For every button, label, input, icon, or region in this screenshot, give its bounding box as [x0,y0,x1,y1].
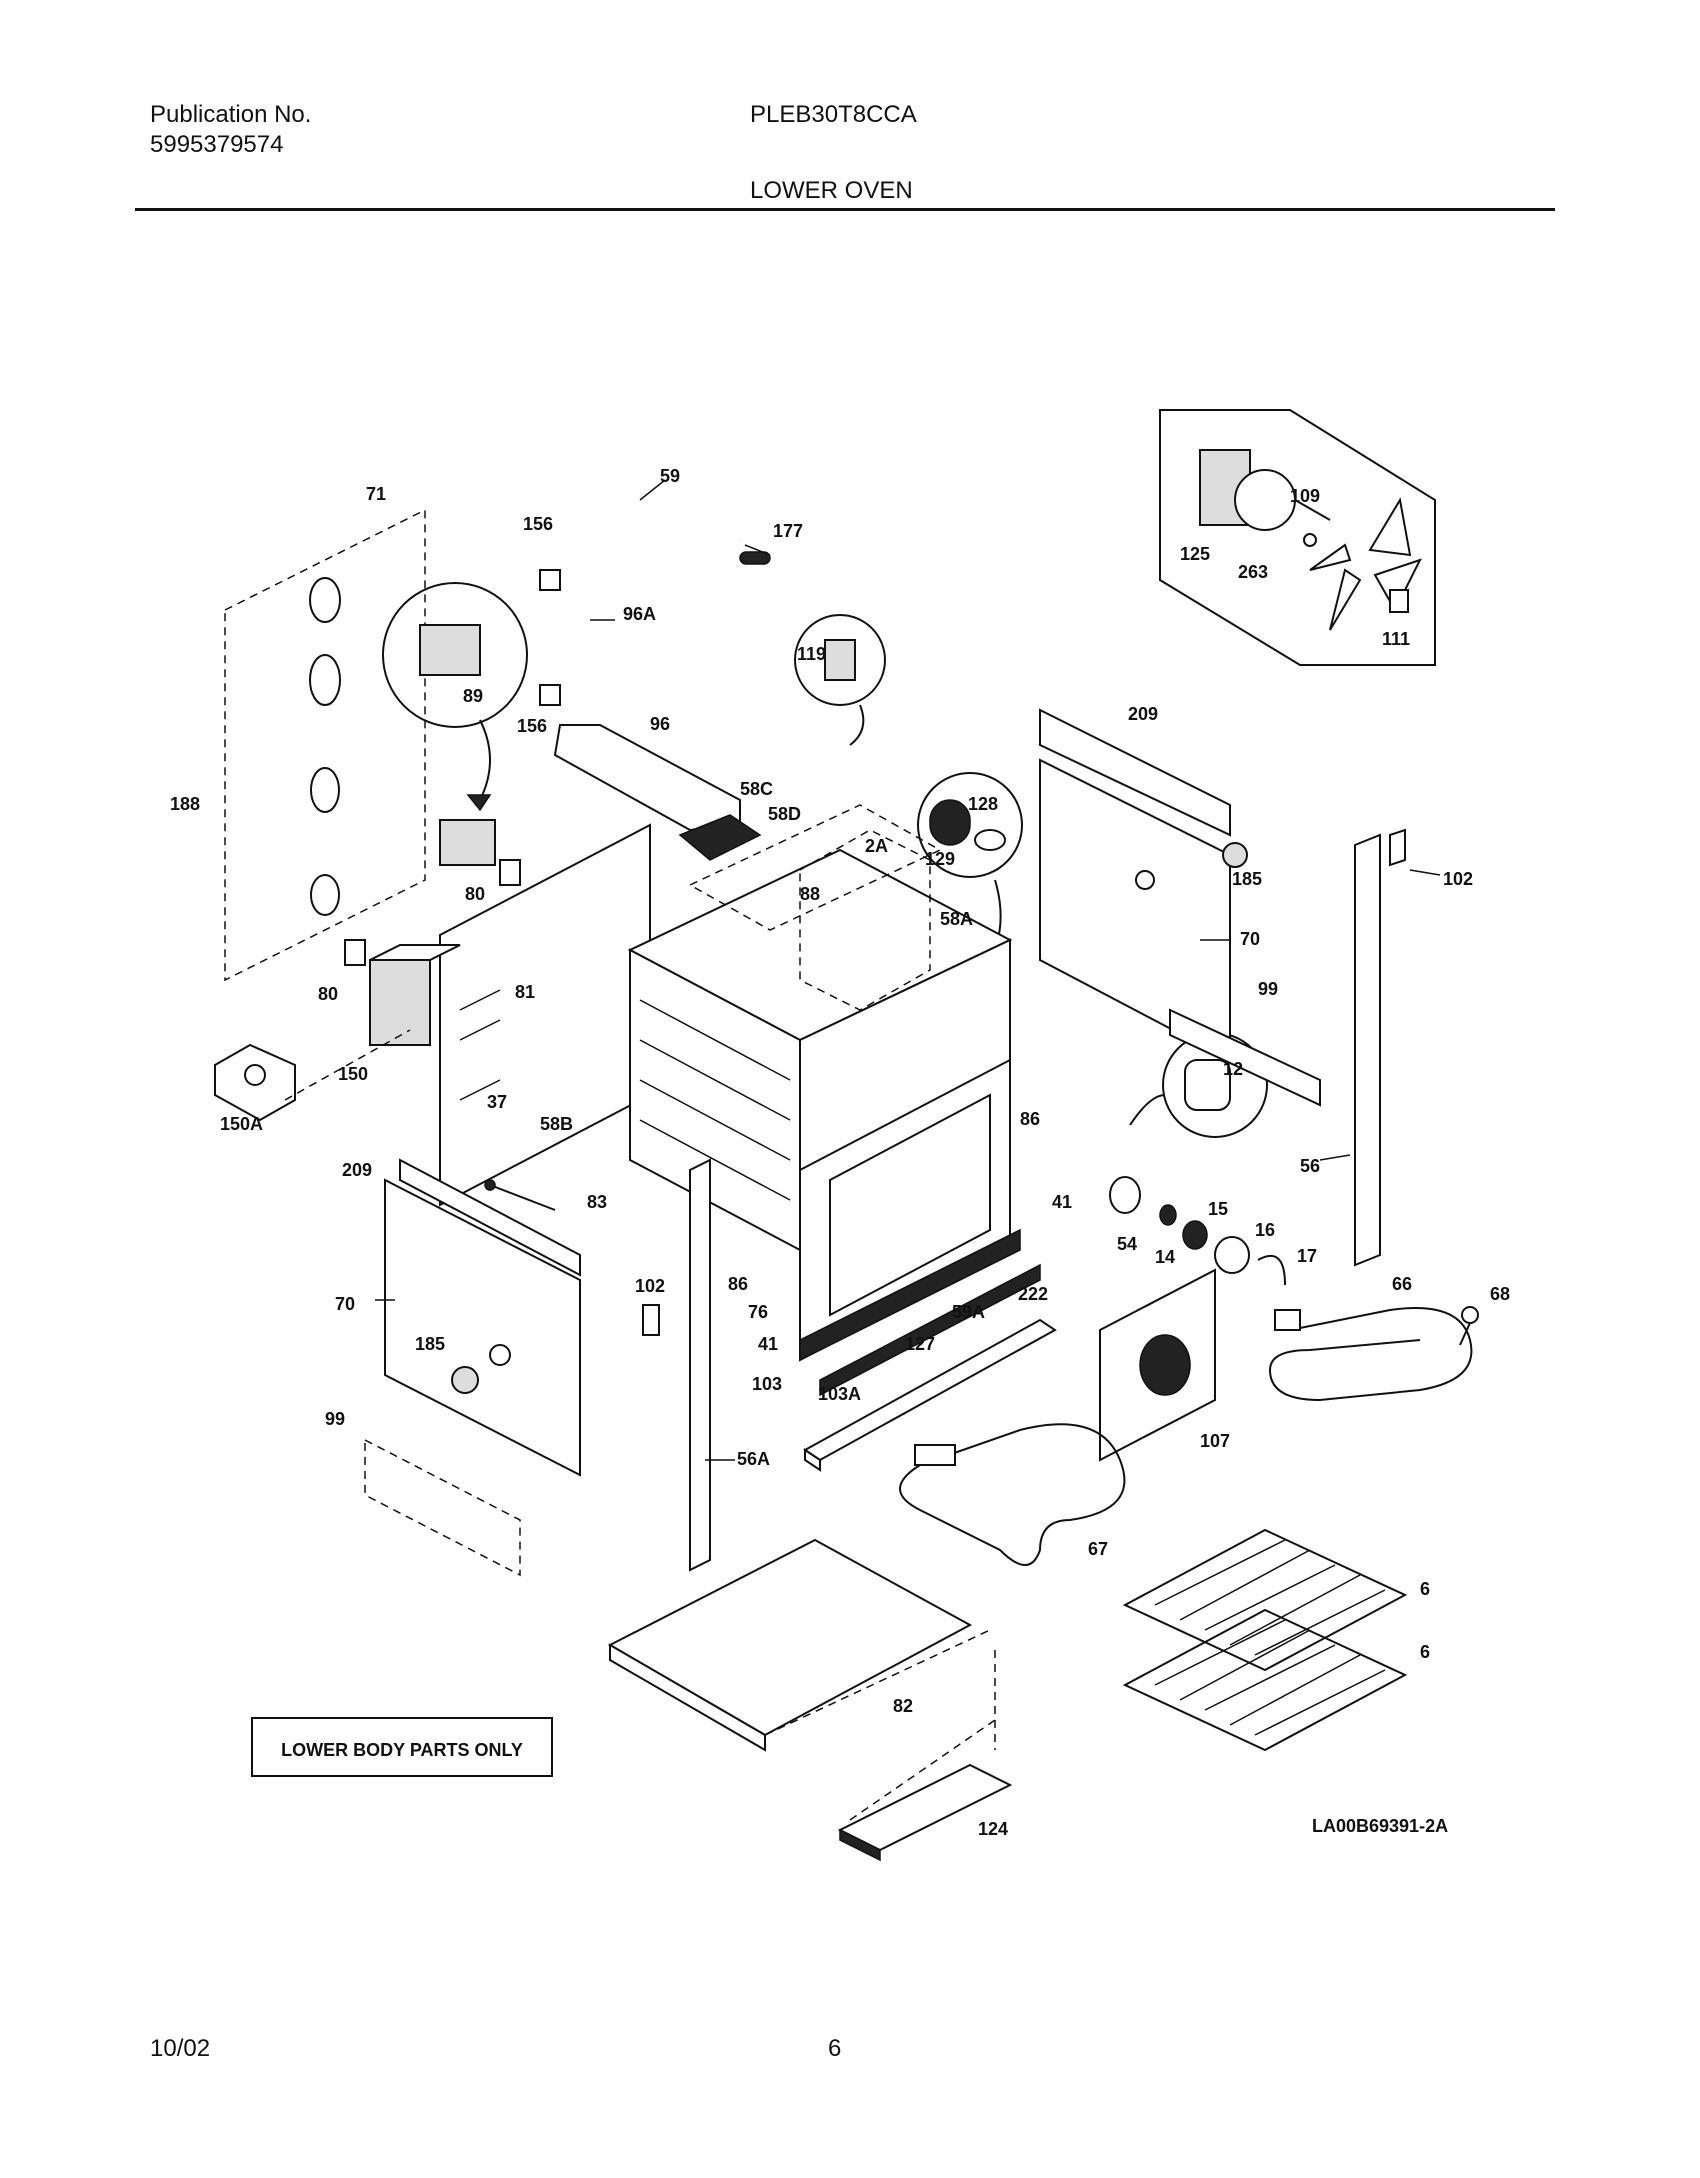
callout-71: 71 [366,484,386,504]
callout-156: 156 [517,716,547,736]
callout-188: 188 [170,794,200,814]
header-rule [135,208,1555,211]
light-inset [917,772,1023,878]
publication-label: Publication No. [150,101,312,128]
callout-127: 127 [905,1334,935,1354]
callout-124: 124 [978,1819,1008,1839]
callout-66: 66 [1392,1274,1412,1294]
revision-date: 10/02 [150,2035,211,2062]
side-trim-right [1354,833,1381,1267]
callout-58c: 58C [740,779,773,799]
callout-70: 70 [1240,929,1260,949]
callout-222: 222 [1018,1284,1048,1304]
side-frame-left [439,823,651,1207]
callout-209: 209 [342,1160,372,1180]
callout-83: 83 [587,1192,607,1212]
callout-119: 119 [797,644,826,664]
note-box: LOWER BODY PARTS ONLY [281,1740,523,1760]
callout-103: 103 [752,1374,782,1394]
side-trim-left [689,1158,711,1572]
callout-80: 80 [465,884,485,904]
publication-number: 5995379574 [150,131,284,158]
callout-86: 86 [728,1274,748,1294]
callout-12: 12 [1223,1059,1243,1079]
callout-185: 185 [1232,869,1262,889]
callout-14: 14 [1155,1247,1175,1267]
callout-99: 99 [1258,979,1278,999]
vent-tube [574,483,771,700]
callout-125: 125 [1180,544,1210,564]
vent-duct [553,724,741,832]
callout-68: 68 [1490,1284,1510,1304]
drawing-id: LA00B69391-2A [1312,1816,1448,1836]
callout-129: 129 [925,849,955,869]
callout-41: 41 [758,1334,778,1354]
callout-102: 102 [635,1276,665,1296]
callout-76: 76 [748,1302,768,1322]
callout-99: 99 [325,1409,345,1429]
callout-156: 156 [523,514,553,534]
callout-86: 86 [1020,1109,1040,1129]
fan-motor-inset [1159,409,1436,666]
callout-88: 88 [800,884,820,904]
section-title: LOWER OVEN [750,177,913,204]
callout-67: 67 [1088,1539,1108,1559]
callout-96: 96 [650,714,670,734]
oven-rack-lower [1122,1608,1408,1752]
callout-54: 54 [1117,1234,1137,1254]
callout-56: 56 [1300,1156,1320,1176]
callout-102: 102 [1443,869,1473,889]
callout-128: 128 [968,794,998,814]
model-number: PLEB30T8CCA [750,101,917,128]
callout-2a: 2A [865,836,888,856]
callout-70: 70 [335,1294,355,1314]
callout-6: 6 [1420,1642,1430,1662]
callout-89: 89 [463,686,483,706]
callout-59a: 59A [952,1302,985,1322]
switch-inset [794,614,886,706]
bottom-pan [607,1538,973,1737]
note-box-frame [251,1717,553,1777]
oven-rack-upper [1122,1528,1408,1672]
callout-58b: 58B [540,1114,573,1134]
back-panel-outline [224,508,426,982]
callout-209: 209 [1128,704,1158,724]
callout-58d: 58D [768,804,801,824]
callout-37: 37 [487,1092,507,1112]
callout-58a: 58A [940,909,973,929]
callout-41: 41 [1052,1192,1072,1212]
bake-element [899,1423,1126,1566]
callout-177: 177 [773,521,803,541]
side-panel-left [384,1178,581,1477]
callout-150: 150 [338,1064,368,1084]
callout-103a: 103A [818,1384,861,1404]
callout-16: 16 [1255,1220,1275,1240]
page-number: 6 [828,2035,842,2062]
broil-element [1268,1307,1473,1402]
callout-56a: 56A [737,1449,770,1469]
callout-185: 185 [415,1334,445,1354]
callout-82: 82 [893,1696,913,1716]
callout-6: 6 [1420,1579,1430,1599]
callout-80: 80 [318,984,338,1004]
callout-150a: 150A [220,1114,263,1134]
callout-81: 81 [515,982,535,1002]
latch-inset [382,582,528,728]
callout-107: 107 [1200,1431,1230,1451]
callout-17: 17 [1297,1246,1317,1266]
callout-263: 263 [1238,562,1268,582]
callout-109: 109 [1290,486,1320,506]
callout-59: 59 [660,466,680,486]
callout-111: 111 [1382,629,1410,649]
callout-15: 15 [1208,1199,1228,1219]
callout-96a: 96A [623,604,656,624]
